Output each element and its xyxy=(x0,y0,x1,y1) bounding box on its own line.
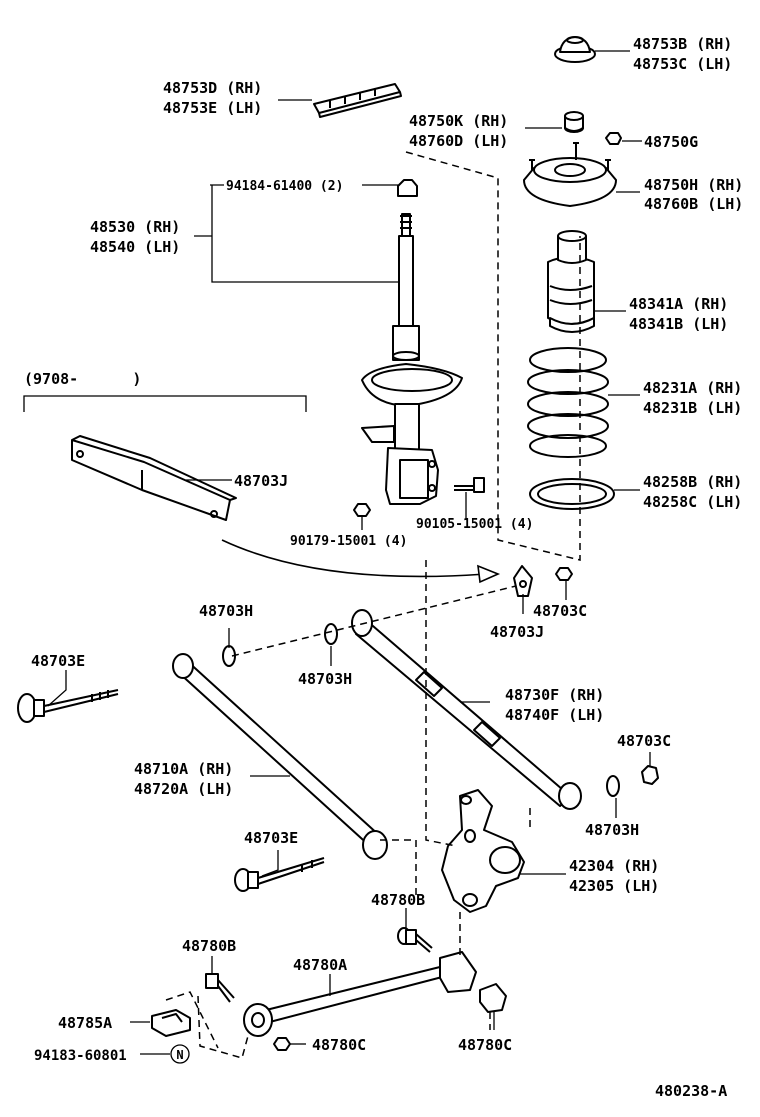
callout-48530: 48530 (RH) xyxy=(90,218,180,236)
dashed-assembly-line xyxy=(197,995,249,1059)
n-mark-circle xyxy=(170,1044,190,1064)
bolt-48703E-upper xyxy=(17,689,119,723)
callout-48753E: 48753E (LH) xyxy=(163,99,262,117)
callout-48540: 48540 (LH) xyxy=(90,238,180,256)
upper-support-cap xyxy=(554,36,596,63)
callout-48703C-b: 48703C xyxy=(617,732,671,750)
callout-48258B: 48258B (RH) xyxy=(643,473,742,491)
clip-48785A xyxy=(151,1009,191,1037)
lateral-link-upper xyxy=(351,609,582,810)
callout-48780C-a: 48780C xyxy=(312,1036,366,1054)
callout-48780B-a: 48780B xyxy=(371,891,425,909)
callout-48750H: 48750H (RH) xyxy=(644,176,743,194)
callout-48703H-b: 48703H xyxy=(298,670,352,688)
bushing-48780C-right xyxy=(479,983,507,1013)
dashed-assembly-line xyxy=(425,560,457,847)
nut-90179 xyxy=(353,503,371,517)
callout-42305: 42305 (LH) xyxy=(569,877,659,895)
callout-94183: 94183-60801 xyxy=(34,1048,127,1064)
washer-48703H-right xyxy=(606,775,620,797)
callout-90105: 90105-15001 (4) xyxy=(416,517,533,532)
callout-48750K: 48750K (RH) xyxy=(409,112,508,130)
strut-rod-48780A xyxy=(243,951,477,1037)
callout-90179: 90179-15001 (4) xyxy=(290,534,407,549)
callout-48703E-b: 48703E xyxy=(244,829,298,847)
coil-spring xyxy=(527,347,609,458)
bracket-48703J xyxy=(71,435,237,521)
callout-48760D: 48760D (LH) xyxy=(409,132,508,150)
bracket-48703J-small xyxy=(513,565,533,597)
callout-48740F: 48740F (LH) xyxy=(505,706,604,724)
callout-48730F: 48730F (RH) xyxy=(505,686,604,704)
callout-48780B-b: 48780B xyxy=(182,937,236,955)
lateral-link-lower xyxy=(172,653,388,860)
diagram-id: 480238-A xyxy=(655,1082,727,1100)
callout-48231A: 48231A (RH) xyxy=(643,379,742,397)
callout-48785A: 48785A xyxy=(58,1014,112,1032)
date-range-bracket xyxy=(23,395,307,412)
callout-48753D: 48753D (RH) xyxy=(163,79,262,97)
bushing-block xyxy=(564,111,584,133)
callout-48703H-a: 48703H xyxy=(199,602,253,620)
callout-48750G: 48750G xyxy=(644,133,698,151)
callout-48341A: 48341A (RH) xyxy=(629,295,728,313)
callout-48780C-b: 48780C xyxy=(458,1036,512,1054)
callout-48703J-b: 48703J xyxy=(490,623,544,641)
callout-48753B: 48753B (RH) xyxy=(633,35,732,53)
callout-48341B: 48341B (LH) xyxy=(629,315,728,333)
date-range-note: (9708- ) xyxy=(24,370,141,388)
callout-42304: 42304 (RH) xyxy=(569,857,659,875)
dashed-assembly-line xyxy=(380,839,417,900)
dashed-assembly-line xyxy=(231,585,517,657)
callout-48780A: 48780A xyxy=(293,956,347,974)
nut-48703C-lower xyxy=(641,765,659,785)
callout-94184: 94184-61400 (2) xyxy=(226,179,343,194)
upper-support-mount xyxy=(523,142,617,207)
callout-48710A: 48710A (RH) xyxy=(134,760,233,778)
dashed-assembly-line xyxy=(405,151,581,561)
bolt-48780B-lower xyxy=(205,973,235,1003)
shock-absorber xyxy=(361,179,463,505)
callout-48753C: 48753C (LH) xyxy=(633,55,732,73)
rear-axle-carrier xyxy=(441,789,525,913)
callout-48231B: 48231B (LH) xyxy=(643,399,742,417)
bolt-48780B-upper xyxy=(397,927,433,953)
leader-lines xyxy=(47,50,651,1055)
insulator-strip xyxy=(313,83,402,118)
n-mark-label: N xyxy=(176,1048,183,1062)
nut-48703C-top xyxy=(555,567,573,581)
bolt-48703E-lower xyxy=(234,857,325,892)
bound-stopper xyxy=(547,230,595,333)
callout-48703C-a: 48703C xyxy=(533,602,587,620)
callout-48703E-a: 48703E xyxy=(31,652,85,670)
spring-seat-ring xyxy=(529,478,615,510)
nut-48780C-left xyxy=(273,1037,291,1051)
arrow-curve xyxy=(221,539,487,578)
dashed-assembly-line xyxy=(165,991,219,1049)
bolt-90105 xyxy=(454,477,485,493)
callout-48703H-c: 48703H xyxy=(585,821,639,839)
nut-48750G xyxy=(605,132,622,145)
washer-48703H-mid xyxy=(324,623,338,645)
callout-48760B: 48760B (LH) xyxy=(644,195,743,213)
callout-48258C: 48258C (LH) xyxy=(643,493,742,511)
arrow-head xyxy=(477,564,501,584)
callout-48703J-bracket: 48703J xyxy=(234,472,288,490)
callout-48720A: 48720A (LH) xyxy=(134,780,233,798)
